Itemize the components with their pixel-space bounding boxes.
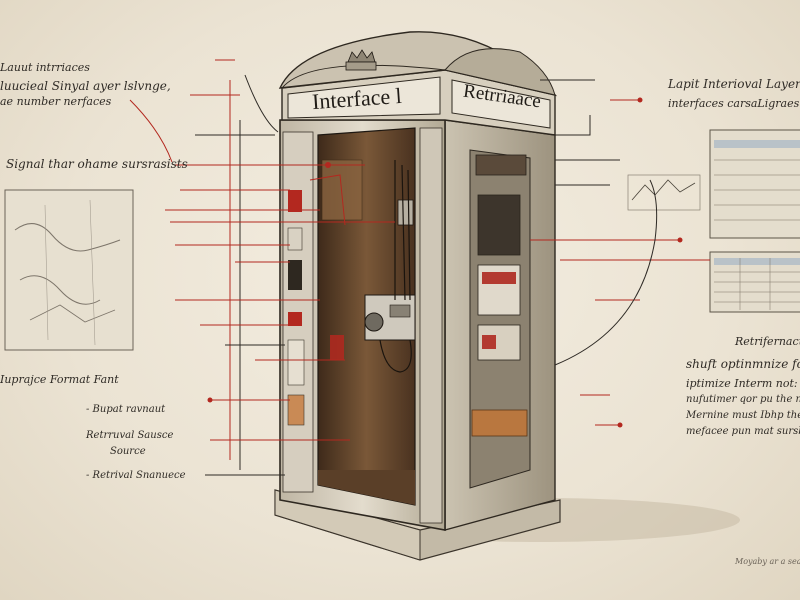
artist-signature: Moyaby ar a seat: [735, 557, 800, 566]
annotation-right-2: interfaces carsaLigraes: [668, 97, 800, 110]
annotation-left-2: luucieal Sinyal ayer lslvnge,: [0, 79, 171, 93]
annotation-left-4: Signal thar ohame sursrasists: [6, 157, 188, 171]
booth-side-panel: [444, 119, 556, 531]
annotation-left-3: ae number nerfaces: [0, 95, 112, 108]
annotation-markers: [207, 97, 683, 428]
annotation-left-1: Lauut intrriaces: [0, 61, 90, 74]
annotation-right-1: Lapit Interioval Layer Lo: [668, 77, 800, 91]
annotation-right-3: Retrifernacul: [735, 335, 800, 348]
graph-sketch: [627, 174, 701, 211]
table-sketch-upper: [709, 129, 800, 239]
table-sketch-lower: [709, 251, 800, 313]
annotation-leaders: [129, 59, 710, 476]
annotation-left-6: - Bupat ravnaut: [86, 404, 166, 415]
annotation-right-5: iptimize Interm not:: [686, 377, 798, 390]
annotation-right-7: Mernine must Ibhp the sy: [686, 410, 800, 421]
annotation-left-8: Source: [110, 446, 146, 457]
annotation-right-8: mefacee pun mat sursbal: [686, 426, 800, 437]
map-sketch: [4, 189, 134, 351]
booth-front-frame: [279, 119, 446, 531]
annotation-left-5: Iuprajce Format Fant: [0, 373, 119, 386]
annotation-left-7: Retrruval Sausce: [86, 430, 174, 441]
annotation-right-6: nufutimer qor pu the nan: [686, 394, 800, 405]
booth-base: [274, 489, 561, 561]
annotation-left-9: - Retrival Snanuece: [86, 470, 186, 481]
booth-roof: [278, 31, 558, 97]
annotation-right-4: shuft optinmnize for la: [686, 357, 800, 371]
